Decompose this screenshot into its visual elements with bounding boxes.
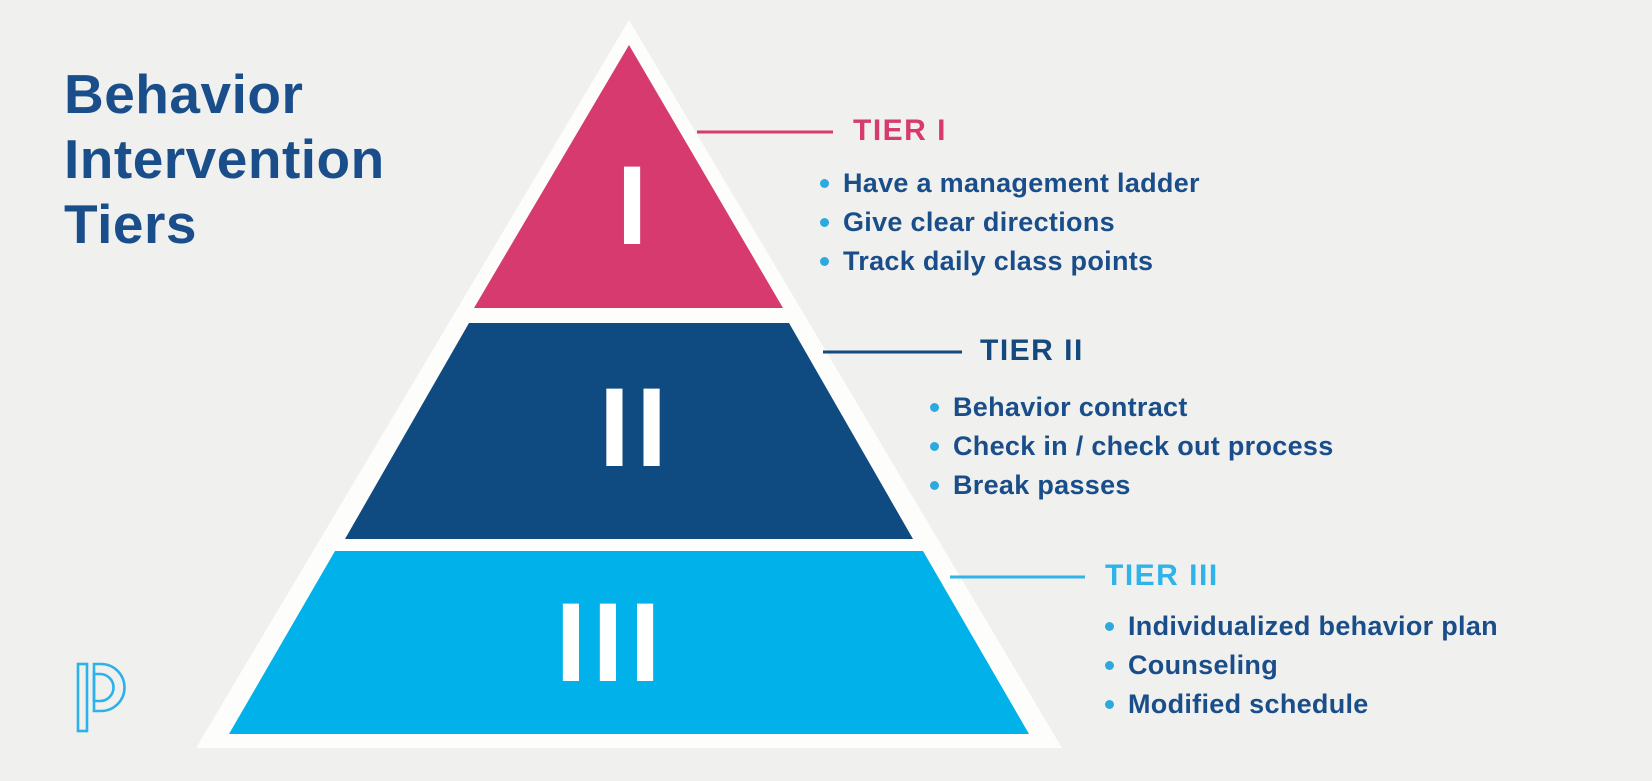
tier2-bullet-list: Behavior contract Check in / check out p… [930,388,1334,505]
bullet-text: Counseling [1128,650,1278,680]
bullet-dot-icon [930,403,939,412]
bullet-text: Modified schedule [1128,689,1369,719]
bullet-dot-icon [820,257,829,266]
tier3-numeral: III [555,579,667,705]
bullet-text: Have a management ladder [843,168,1200,198]
tier2-shape [345,323,913,539]
page-title-line-3: Tiers [64,193,197,255]
bullet-item: Counseling [1105,646,1498,685]
tier3-shape [229,551,1029,734]
bullet-item: Modified schedule [1105,685,1498,724]
bullet-text: Check in / check out process [953,431,1334,461]
bullet-dot-icon [1105,661,1114,670]
bullet-dot-icon [930,442,939,451]
bullet-item: Give clear directions [820,203,1200,242]
tier1-numeral: I [616,142,654,268]
bullet-text: Break passes [953,470,1131,500]
bullet-item: Individualized behavior plan [1105,607,1498,646]
tier3-label: TIER III [1105,559,1219,592]
bullet-dot-icon [820,218,829,227]
bullet-item: Break passes [930,466,1334,505]
tier2-label: TIER II [980,334,1084,367]
bullet-item: Behavior contract [930,388,1334,427]
bullet-dot-icon [930,481,939,490]
bullet-text: Track daily class points [843,246,1154,276]
bullet-dot-icon [1105,700,1114,709]
bullet-dot-icon [1105,622,1114,631]
tier1-label: TIER I [853,114,948,147]
bullet-text: Give clear directions [843,207,1115,237]
bullet-text: Behavior contract [953,392,1188,422]
logo-bar [76,662,89,733]
powerschool-logo-icon [76,662,126,733]
page-title-line-2: Intervention [64,128,385,190]
logo-p-inner [92,672,115,703]
tier2-numeral: II [598,364,674,490]
bullet-text: Individualized behavior plan [1128,611,1498,641]
bullet-item: Track daily class points [820,242,1200,281]
tier3-bullet-list: Individualized behavior plan Counseling … [1105,607,1498,724]
tier1-bullet-list: Have a management ladder Give clear dire… [820,164,1200,281]
bullet-item: Have a management ladder [820,164,1200,203]
bullet-dot-icon [820,179,829,188]
logo-p-outer [92,662,126,713]
tier1-shape [474,45,783,308]
bullet-item: Check in / check out process [930,427,1334,466]
page-title: Behavior Intervention Tiers [64,62,385,257]
page-title-line-1: Behavior [64,63,304,125]
